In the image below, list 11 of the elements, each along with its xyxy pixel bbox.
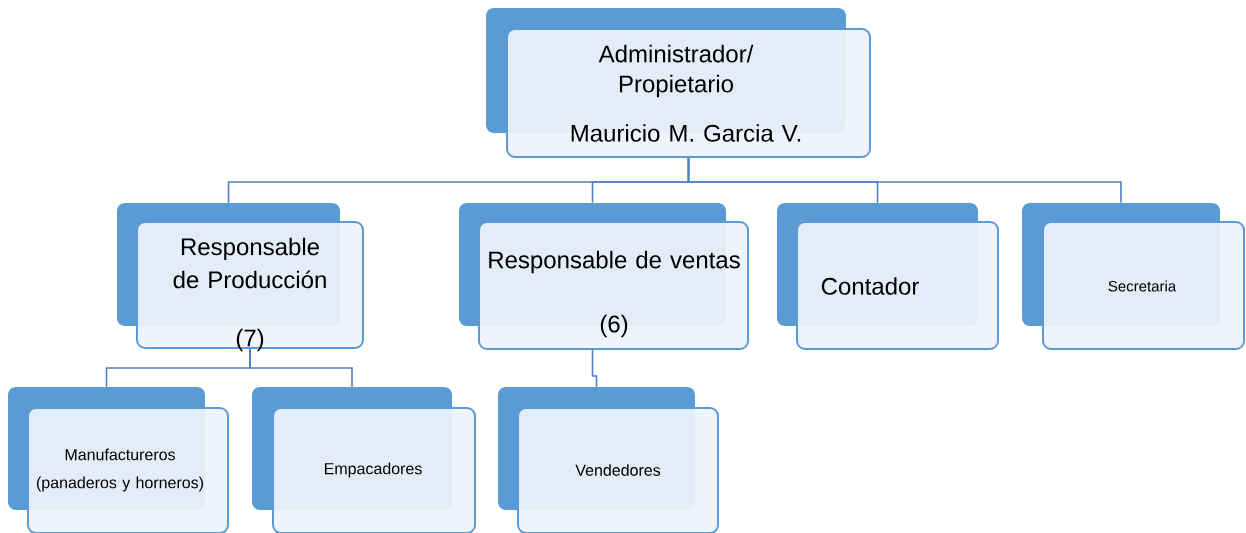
- org-box: Administrador/ Propietario Mauricio M. Garcia V.: [486, 8, 871, 158]
- connector-line: [249, 348, 353, 388]
- connector-line: [687, 157, 1122, 204]
- org-box: Manufactureros (panaderos y horneros): [8, 387, 229, 533]
- org-box: Responsable de Producción (7): [117, 203, 364, 352]
- org-box: Contador: [777, 203, 999, 350]
- org-box: Responsable de ventas (6): [459, 203, 749, 350]
- connector-line: [591, 349, 598, 388]
- org-box: Vendedores: [498, 387, 719, 533]
- org-box: Secretaria: [1022, 203, 1245, 350]
- org-box: Empacadores: [252, 387, 476, 533]
